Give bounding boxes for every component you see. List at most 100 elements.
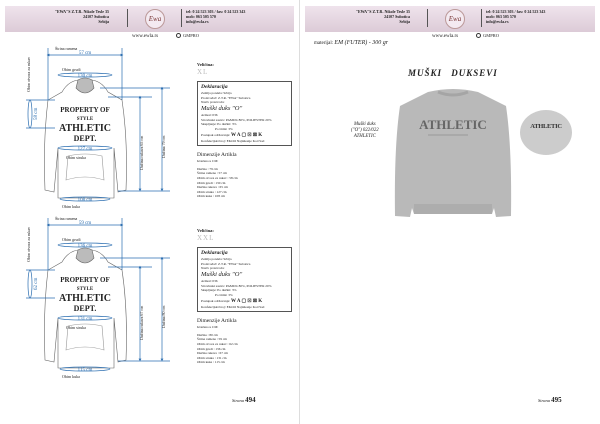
- page-value: 495: [551, 396, 562, 404]
- badge-text: ATHLETIC: [530, 123, 562, 130]
- website-link[interactable]: www.ewla.rs: [132, 34, 159, 39]
- print-line: PROPERTY OF: [60, 106, 109, 114]
- length-label: Dužina 80 cm: [161, 305, 166, 328]
- company-logo: Ewa: [145, 9, 165, 29]
- sweatshirt-photo: ATHLETIC: [394, 89, 512, 217]
- care-label: Postupak održavanja:: [201, 132, 231, 137]
- page-value: 494: [245, 396, 256, 404]
- website-link[interactable]: www.ewla.rs: [432, 34, 459, 39]
- company-city: 24107 Subotica: [384, 14, 410, 19]
- phone: tel: 0 24 523 303 / fax: 0 24 523 343: [186, 9, 246, 14]
- product-info-xl: Veličina: XL Deklaracija Zemlja porekla:…: [197, 62, 292, 199]
- cert-label: GMPRO: [183, 33, 200, 38]
- dimension-row: Obim otvora za rukav : 58 cm: [197, 176, 238, 181]
- name-label: Naziv proizvoda:: [201, 100, 225, 105]
- care-label: Postupak održavanja:: [201, 298, 231, 303]
- declaration-title: Deklaracija: [201, 250, 228, 256]
- dimension-row: Obim grudi : 136 cm: [197, 346, 226, 351]
- dimension-row: Obim grudi : 130 cm: [197, 180, 226, 185]
- page-title: MUŠKI DUKSEVI: [408, 68, 498, 78]
- material-value: EM (FUTER) - 300 gr: [334, 40, 389, 46]
- sweatshirt-print: ATHLETIC: [419, 117, 487, 132]
- dimensions-unit: Izraženo u CM:: [197, 325, 219, 330]
- cert-icon: [176, 33, 181, 38]
- origin: Zemlja porekla: Srbija: [201, 91, 232, 95]
- size-value: XL: [197, 68, 209, 76]
- company-logo: Ewa: [445, 9, 465, 29]
- print-line: DEPT.: [74, 134, 97, 143]
- shrink-width: Po širini: 3%: [215, 293, 233, 298]
- certification: GMPRO: [476, 33, 499, 38]
- article: Artikal: 036: [201, 279, 218, 284]
- size-label: Veličina:: [197, 62, 214, 67]
- dimension-row: Dužina : 80 cm: [197, 332, 218, 337]
- care-row: Postupak održavanja: W A ▢ ⊡ ⊠ K: [201, 298, 288, 305]
- dimension-row: Dužina rukava : 67 cm: [197, 351, 228, 356]
- waist-label: Obim struka: [66, 155, 86, 160]
- shrink-length: Skupljanje: Po dužini: 3%: [201, 122, 237, 127]
- size-chart-drawing-xxl: PROPERTY OF STYLE ATHLETIC DEPT. Širina …: [0, 210, 190, 385]
- waist-value: 131 cm: [78, 317, 93, 322]
- dimension-row: Dužina : 79 cm: [197, 166, 218, 171]
- print-line: ATHLETIC: [59, 123, 111, 134]
- page-label: Strana: [538, 398, 551, 403]
- shoulder-label: Širina ramena: [55, 216, 78, 221]
- dimension-row: Obim otvora za rukav : 62 cm: [197, 342, 238, 347]
- print-line: ATHLETIC: [59, 293, 111, 304]
- dimension-row: Širina ramena : 57 cm: [197, 171, 227, 176]
- product-info-xxl: Veličina: XXL Deklaracija Zemlja porekla…: [197, 228, 292, 365]
- size-label: Veličina:: [197, 228, 214, 233]
- maker: Proizvođač: Z.T.R. "EWA" Subotica: [201, 261, 251, 266]
- company-name: "EWA"S Z.T.R. Nikole Tesle 35: [54, 9, 109, 14]
- maker: Proizvođač: Z.T.R. "EWA" Subotica: [201, 95, 251, 100]
- company-city: 24107 Subotica: [83, 14, 109, 19]
- chest-label: Obim grudi: [62, 237, 81, 242]
- page-number: Strana 495: [538, 396, 562, 404]
- dimension-row: Obim kuka : 108 cm: [197, 194, 225, 199]
- print-line: STYLE: [77, 117, 94, 122]
- waist-value: 127 cm: [78, 147, 93, 152]
- dimensions-unit: Izraženo u CM:: [197, 159, 219, 164]
- origin: Zemlja porekla: Srbija: [201, 257, 232, 261]
- dimensions-title: Dimenzije Artikla: [197, 318, 237, 325]
- hip-value: 108 cm: [78, 198, 93, 203]
- divider: [127, 9, 128, 27]
- care-row: Postupak održavanja: W A ▢ ⊡ ⊠ K: [201, 132, 288, 139]
- declaration-box: Deklaracija Zemlja porekla: Srbija Proiz…: [197, 81, 292, 147]
- material-label: materijal:: [314, 41, 334, 46]
- page-number: Strana 494: [232, 396, 256, 404]
- dimension-row: Dužina rukava : 65 cm: [197, 185, 228, 190]
- konf-number: Konfekcijski broj: EKOO Najnikanje Kod S…: [201, 138, 265, 143]
- email: info@ewla.rs: [486, 19, 509, 24]
- konf-number: Konfekcijski broj: EKOO Najnikanje Kod S…: [201, 304, 265, 309]
- name-label: Naziv proizvoda:: [201, 266, 225, 271]
- divider: [181, 9, 182, 27]
- length-label: Dužina 79 cm: [161, 135, 166, 158]
- chest-value: 136 cm: [78, 244, 93, 249]
- chest-label: Obim grudi: [62, 67, 81, 72]
- product-name: Muški duks "O": [201, 270, 243, 278]
- chest-value: 130 cm: [78, 74, 93, 79]
- sleeve-opening-value: 62 cm: [34, 278, 39, 290]
- mobile: mob: 063 505 570: [486, 14, 516, 19]
- sleeve-length-label: Dužina rukava 67 cm: [139, 305, 144, 340]
- cert-label: GMPRO: [483, 33, 500, 38]
- declaration-title: Deklaracija: [201, 84, 228, 90]
- product-name: Muški duks "O": [201, 104, 243, 112]
- hip-value: 115 cm: [78, 368, 93, 373]
- care-symbols-icon: W A ▢ ⊡ ⊠ K: [230, 132, 263, 138]
- material: materijal: EM (FUTER) - 300 gr: [314, 40, 388, 46]
- dimension-row: Obim struka : 131 cm: [197, 355, 227, 360]
- sleeve-length-label: Dužina rukava 65 cm: [139, 135, 144, 170]
- sleeve-opening-label: Obim otvora za rukav: [26, 227, 31, 262]
- divider: [427, 9, 428, 27]
- care-symbols-icon: W A ▢ ⊡ ⊠ K: [230, 298, 263, 304]
